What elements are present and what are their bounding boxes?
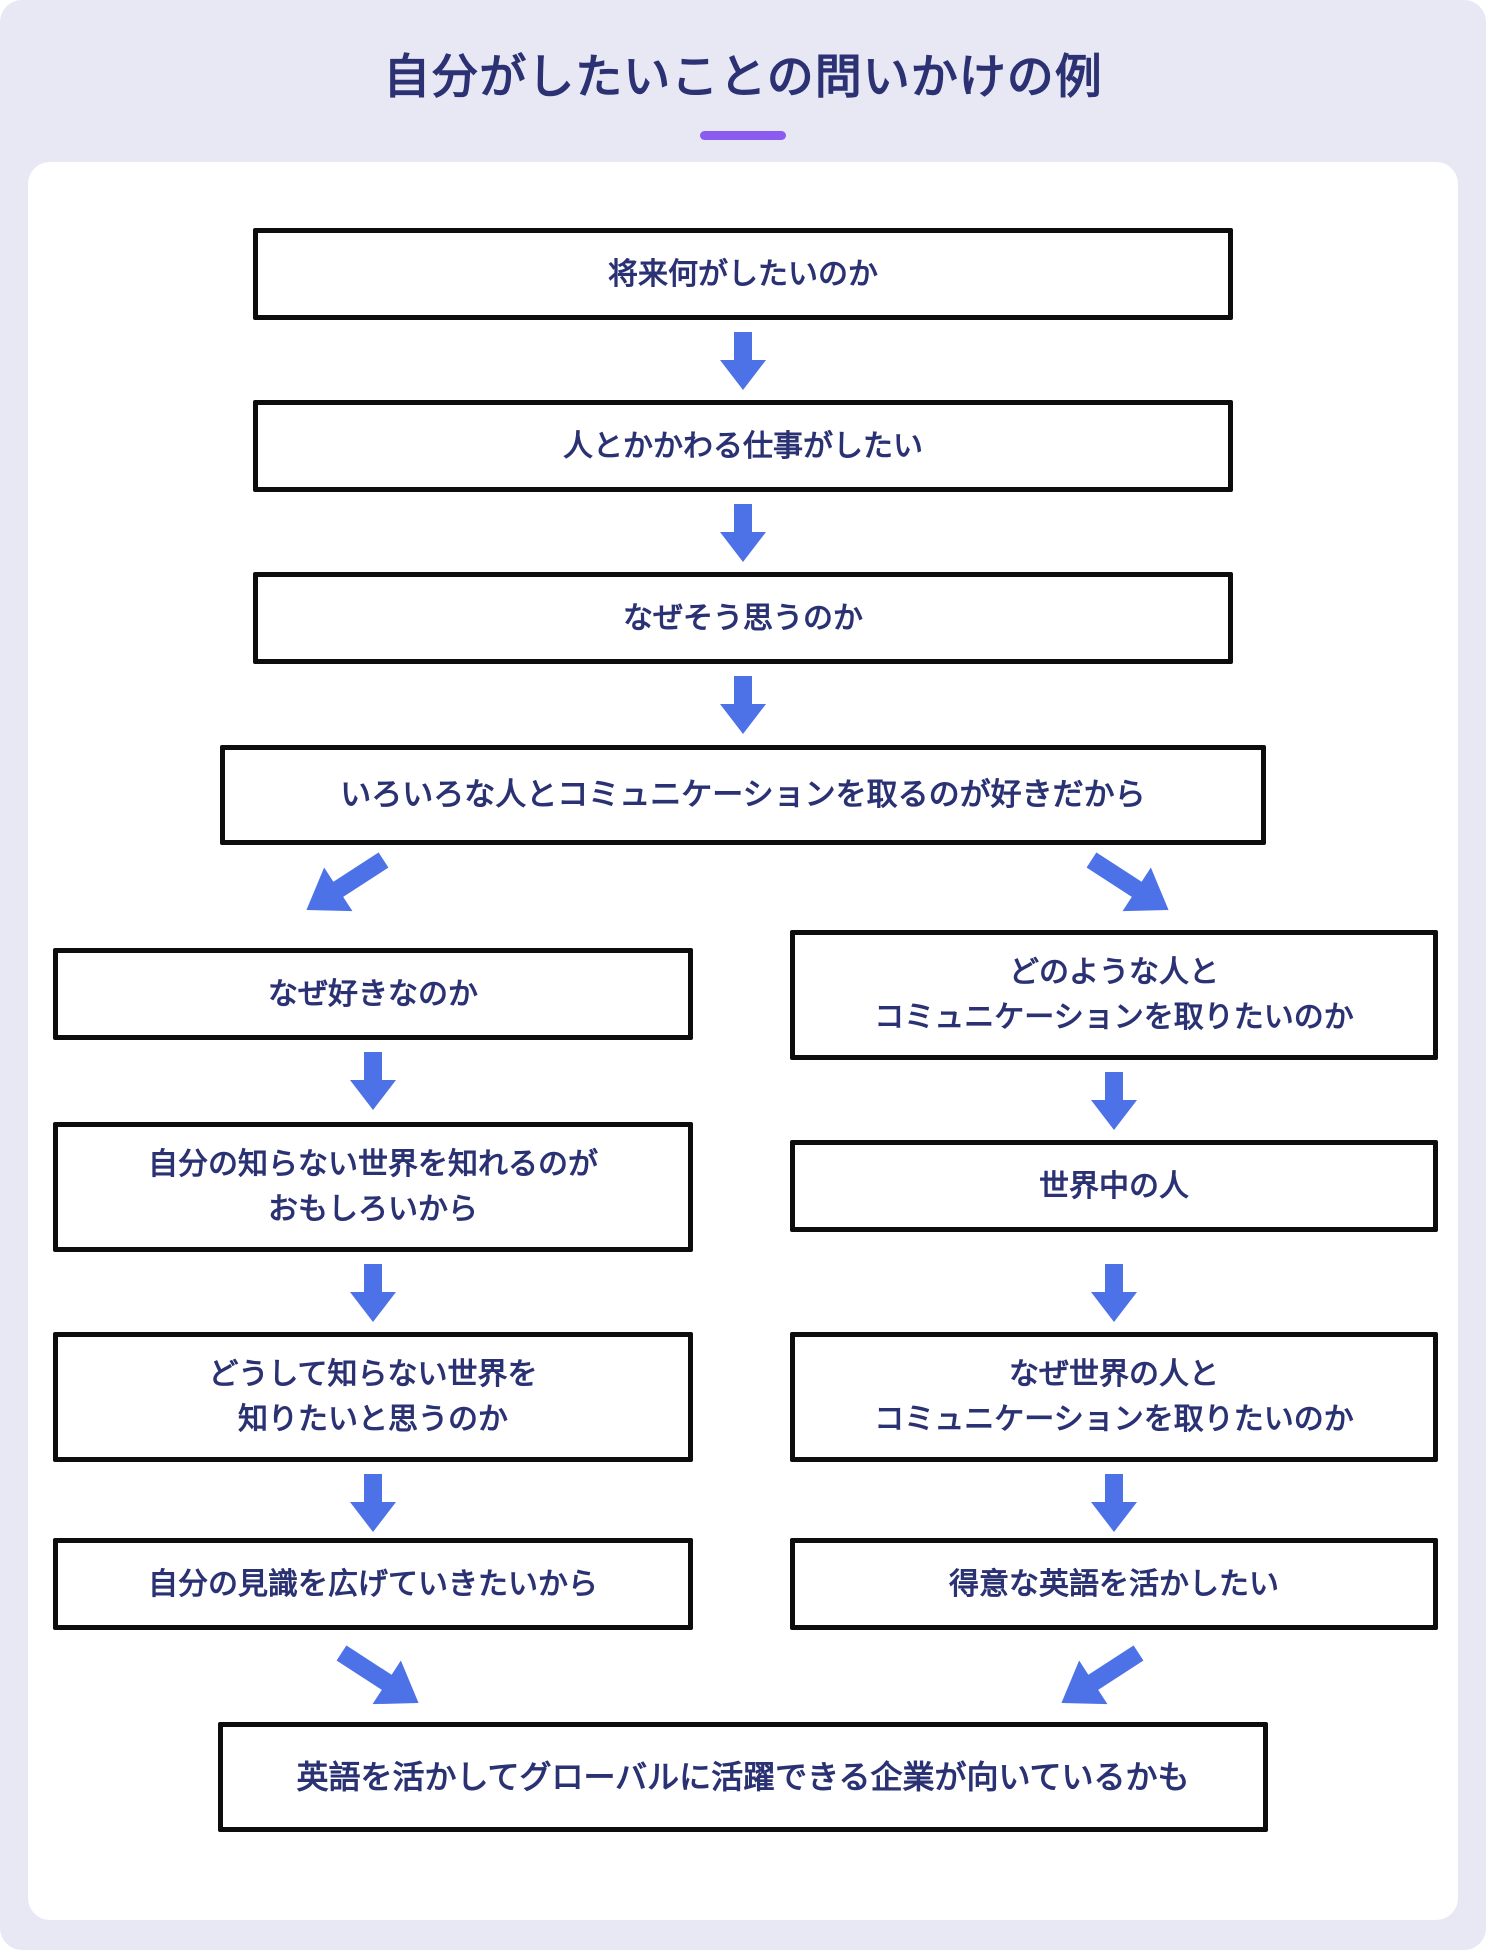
flow-node-label: 英語を活かしてグローバルに活躍できる企業が向いているかも	[296, 1759, 1190, 1795]
flow-node-label: 世界中の人	[1039, 1169, 1189, 1203]
arrow-down-icon	[1091, 1474, 1137, 1532]
flow-node-people-worldwide: 世界中の人	[790, 1140, 1438, 1232]
flow-node-label: なぜ世界の人と	[1009, 1358, 1219, 1391]
flow-node-label: コミュニケーションを取りたいのか	[874, 1001, 1354, 1034]
arrow-down-right-icon	[1077, 838, 1182, 932]
arrow-down-icon	[720, 504, 766, 562]
arrow-down-icon	[350, 1264, 396, 1322]
flow-node-broaden-insight: 自分の見識を広げていきたいから	[53, 1538, 693, 1630]
arrow-down-right-icon	[327, 1631, 432, 1725]
flow-node-why-know-unknown-world: どうして知らない世界を 知りたいと思うのか	[53, 1332, 693, 1462]
flow-node-label: いろいろな人とコミュニケーションを取るのが好きだから	[340, 776, 1146, 812]
flow-node-label: コミュニケーションを取りたいのか	[874, 1403, 1354, 1436]
arrow-down-icon	[1091, 1264, 1137, 1322]
flow-node-why-world-people: なぜ世界の人と コミュニケーションを取りたいのか	[790, 1332, 1438, 1462]
flow-node-label: 人とかかわる仕事がしたい	[563, 429, 923, 463]
flow-node-what-kind-of-people: どのような人と コミュニケーションを取りたいのか	[790, 930, 1438, 1060]
flow-node-work-with-people: 人とかかわる仕事がしたい	[253, 400, 1233, 492]
flow-node-use-english-skill: 得意な英語を活かしたい	[790, 1538, 1438, 1630]
arrow-down-icon	[720, 332, 766, 390]
flow-node-label: 自分の知らない世界を知れるのが	[148, 1148, 598, 1181]
flow-node-label: どうして知らない世界を	[208, 1358, 538, 1391]
flow-node-label: 得意な英語を活かしたい	[949, 1567, 1279, 1601]
flow-node-future-goal: 将来何がしたいのか	[253, 228, 1233, 320]
flow-node-label: なぜ好きなのか	[268, 977, 478, 1011]
arrow-down-left-icon	[292, 838, 397, 932]
flow-node-label: どのような人と	[1009, 956, 1219, 989]
flowchart-card: 将来何がしたいのか 人とかかわる仕事がしたい なぜそう思うのか いろいろな人とコ…	[28, 162, 1458, 1920]
page-title: 自分がしたいことの問いかけの例	[383, 50, 1103, 103]
flow-node-label: なぜそう思うのか	[623, 601, 863, 635]
title-underline-bar	[700, 131, 786, 140]
arrow-down-icon	[350, 1052, 396, 1110]
flow-node-unknown-world-fun: 自分の知らない世界を知れるのが おもしろいから	[53, 1122, 693, 1252]
arrow-down-left-icon	[1047, 1631, 1152, 1725]
flow-node-why-think-so: なぜそう思うのか	[253, 572, 1233, 664]
flow-node-conclusion: 英語を活かしてグローバルに活躍できる企業が向いているかも	[218, 1722, 1268, 1832]
arrow-down-icon	[720, 676, 766, 734]
flow-node-like-communication: いろいろな人とコミュニケーションを取るのが好きだから	[220, 745, 1266, 845]
flow-node-label: おもしろいから	[268, 1193, 478, 1226]
flow-node-why-like-it: なぜ好きなのか	[53, 948, 693, 1040]
flow-node-label: 自分の見識を広げていきたいから	[148, 1567, 598, 1601]
arrow-down-icon	[1091, 1072, 1137, 1130]
flow-node-label: 知りたいと思うのか	[238, 1403, 508, 1436]
arrow-down-icon	[350, 1474, 396, 1532]
flow-node-label: 将来何がしたいのか	[608, 257, 878, 291]
